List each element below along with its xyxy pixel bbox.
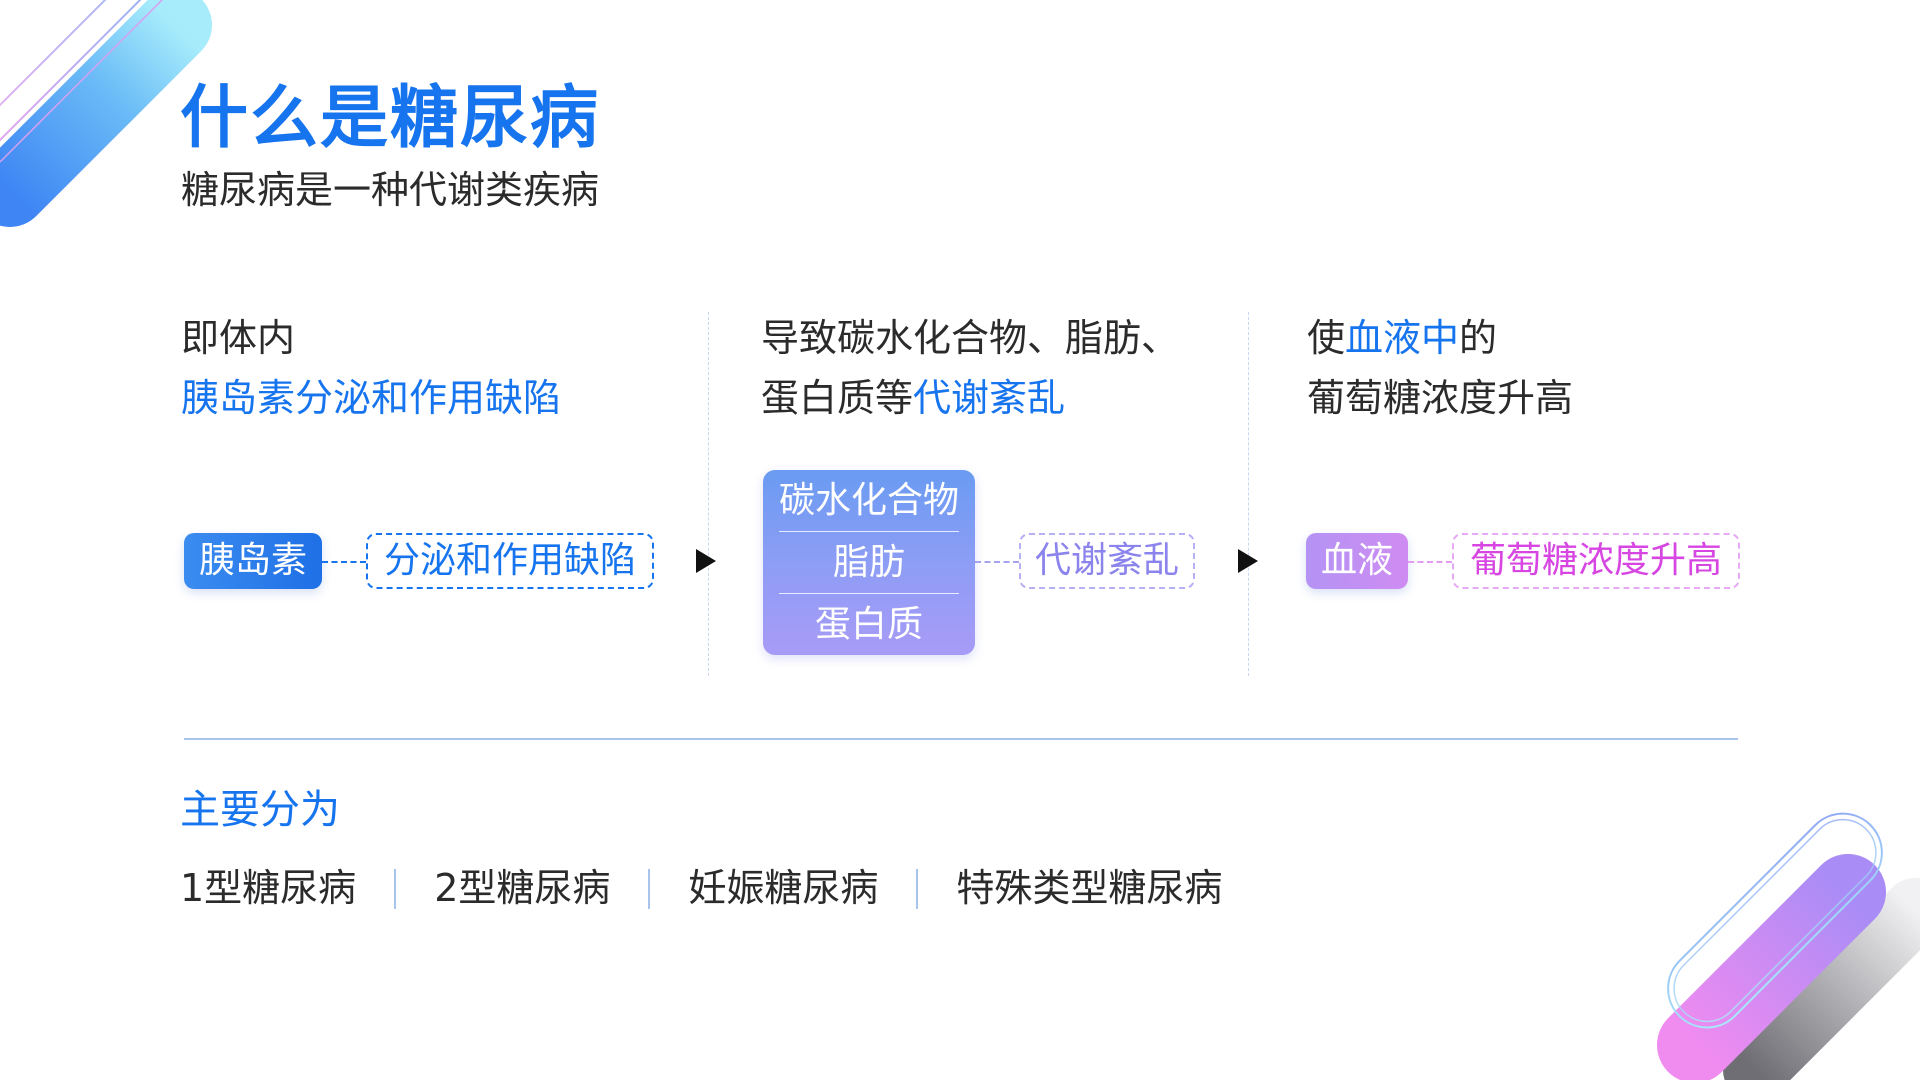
metabolic-disorder-tag: 代谢紊乱 — [1019, 533, 1195, 589]
type-2-diabetes: 2型糖尿病 — [434, 866, 611, 910]
page-subtitle: 糖尿病是一种代谢类疾病 — [181, 168, 600, 212]
column-glucose-line1-suffix: 的 — [1459, 316, 1498, 360]
type-separator — [394, 868, 397, 909]
dashed-connector — [1408, 561, 1452, 563]
column-metabolism-line2-prefix: 蛋白质等 — [761, 376, 914, 420]
blood-tag: 血液 — [1306, 533, 1408, 589]
column-insulin-line1: 即体内 — [181, 316, 296, 360]
nutrient-stack: 碳水化合物 脂肪 蛋白质 — [763, 470, 975, 655]
type-separator — [916, 868, 919, 909]
column-glucose-line1-prefix: 使 — [1307, 316, 1346, 360]
column-separator — [708, 312, 709, 676]
special-type-diabetes: 特殊类型糖尿病 — [956, 866, 1223, 910]
type-1-diabetes: 1型糖尿病 — [180, 866, 357, 910]
glucose-rise-tag: 葡萄糖浓度升高 — [1452, 533, 1740, 589]
decoration-top-left — [0, 0, 260, 240]
column-separator — [1248, 312, 1249, 676]
column-glucose-text: 使血液中的 葡萄糖浓度升高 — [1307, 308, 1573, 428]
column-metabolism-line2-highlight: 代谢紊乱 — [913, 376, 1066, 420]
triangle-right-icon — [1238, 549, 1258, 573]
nutrient-protein: 蛋白质 — [814, 604, 923, 645]
page-title: 什么是糖尿病 — [180, 79, 601, 158]
divider — [779, 593, 959, 594]
column-metabolism-line2: 蛋白质等代谢紊乱 — [761, 368, 1179, 428]
section-divider — [184, 738, 1738, 740]
column-insulin-text: 即体内 胰岛素分泌和作用缺陷 — [181, 308, 561, 428]
secretion-defect-tag: 分泌和作用缺陷 — [366, 533, 654, 589]
gestational-diabetes: 妊娠糖尿病 — [688, 866, 879, 910]
decoration-bottom-right — [1620, 780, 1920, 1080]
type-separator — [648, 868, 651, 909]
column-insulin-line2: 胰岛素分泌和作用缺陷 — [181, 376, 562, 420]
dashed-connector — [975, 561, 1019, 563]
column-glucose-line2: 葡萄糖浓度升高 — [1307, 376, 1574, 420]
dashed-connector — [322, 561, 366, 563]
nutrient-fat: 脂肪 — [832, 542, 905, 583]
column-glucose-line1: 使血液中的 — [1307, 308, 1573, 368]
triangle-right-icon — [696, 549, 716, 573]
classification-label: 主要分为 — [180, 787, 340, 833]
diabetes-type-list: 1型糖尿病 2型糖尿病 妊娠糖尿病 特殊类型糖尿病 — [180, 866, 1222, 912]
divider — [779, 531, 959, 532]
nutrient-carbohydrate: 碳水化合物 — [778, 480, 959, 521]
column-metabolism-text: 导致碳水化合物、脂肪、 蛋白质等代谢紊乱 — [761, 308, 1179, 428]
column-metabolism-line1: 导致碳水化合物、脂肪、 — [761, 316, 1180, 360]
column-glucose-line1-highlight: 血液中 — [1345, 316, 1460, 360]
insulin-tag: 胰岛素 — [184, 533, 322, 589]
